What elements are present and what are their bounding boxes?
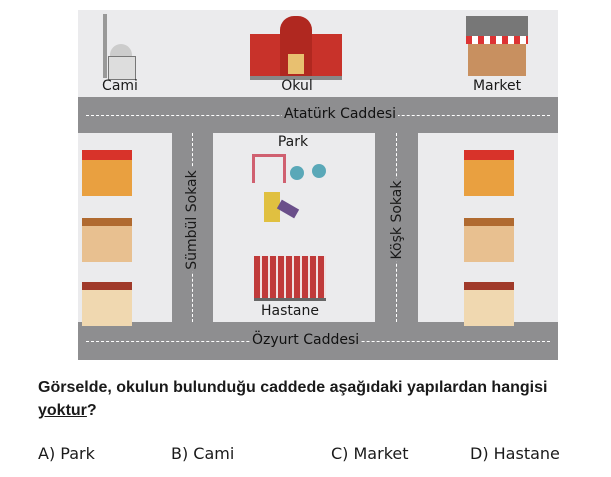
- question-line-2: yoktur?: [38, 401, 97, 421]
- option-b[interactable]: B) Cami: [171, 444, 235, 463]
- option-a[interactable]: A) Park: [38, 444, 95, 463]
- school-icon: [250, 14, 342, 80]
- hospital-label: Hastane: [261, 303, 319, 319]
- mosque-icon: [100, 14, 136, 80]
- house-icon: [464, 282, 514, 326]
- question-emphasis: yoktur: [38, 402, 87, 419]
- park-label: Park: [277, 134, 309, 150]
- question-line-1: Görselde, okulun bulunduğu caddede aşağı…: [38, 379, 548, 396]
- market-icon: [466, 16, 528, 76]
- option-c[interactable]: C) Market: [331, 444, 409, 463]
- house-icon: [82, 282, 132, 326]
- street-label-kosk: Köşk Sokak: [389, 178, 405, 262]
- street-label-ozyurt: Özyurt Caddesi: [250, 332, 362, 348]
- street-label-ataturk: Atatürk Caddesi: [282, 106, 398, 122]
- playground-icon: [250, 154, 332, 224]
- mosque-label: Cami: [102, 78, 138, 94]
- market-label: Market: [472, 78, 522, 94]
- house-icon: [82, 150, 132, 196]
- house-icon: [464, 150, 514, 196]
- house-icon: [82, 218, 132, 262]
- question-mark: ?: [86, 402, 97, 419]
- street-label-sumbul: Sümbül Sokak: [184, 168, 200, 272]
- house-icon: [464, 218, 514, 262]
- option-d[interactable]: D) Hastane: [470, 444, 560, 463]
- street-map: Atatürk Caddesi Özyurt Caddesi Sümbül So…: [78, 10, 558, 360]
- school-label: Okul: [281, 78, 313, 94]
- hospital-icon: [254, 256, 326, 301]
